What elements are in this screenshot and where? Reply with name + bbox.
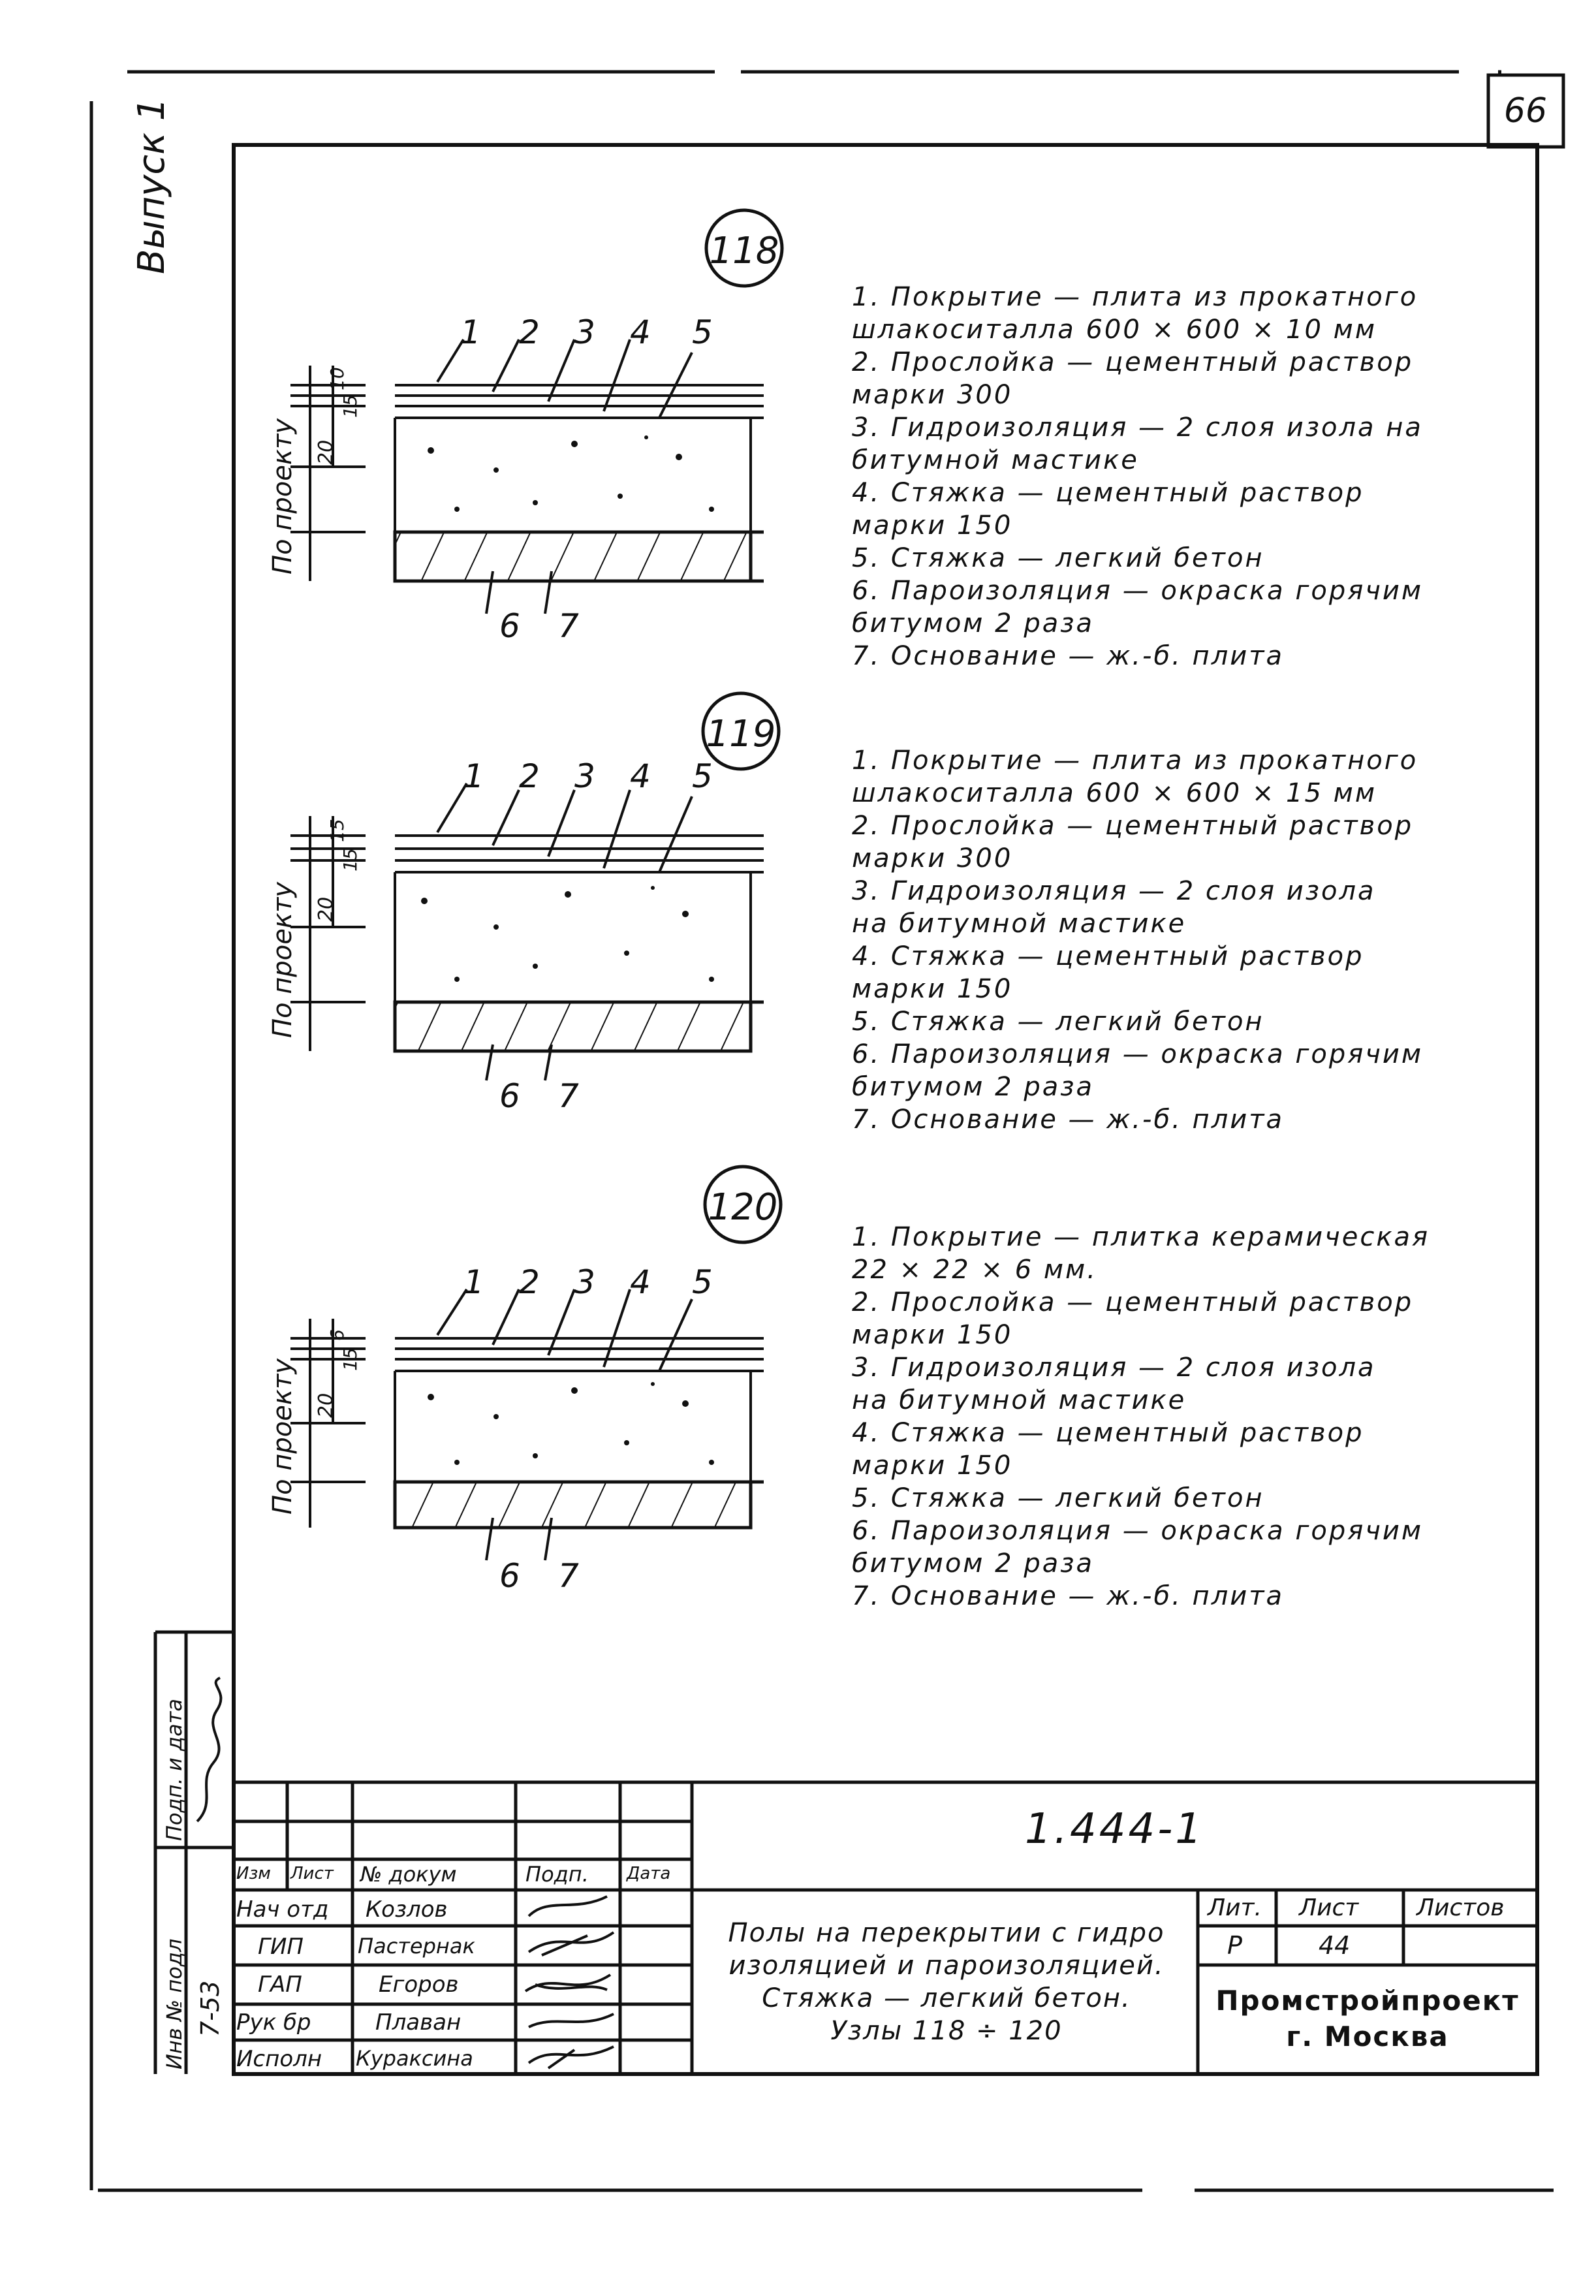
col-header-date: Дата	[627, 1864, 671, 1883]
detail-119-number: 119	[706, 713, 776, 755]
signature-mark	[191, 1671, 227, 1828]
name-1: Пастернак	[358, 1934, 475, 1958]
detail-120-section	[290, 1165, 783, 1561]
drawing-description: Полы на перекрытии с гидро изоляцией и п…	[728, 1918, 1165, 2046]
role-2: ГАП	[258, 1972, 302, 1998]
detail-118-number: 118	[709, 230, 779, 272]
detail-120-number: 120	[708, 1186, 778, 1229]
detail-119-dim-side: По проекту	[268, 881, 298, 1038]
org-name: Промстройпроект	[1215, 1985, 1520, 2017]
detail-119-label-3: 3	[574, 757, 595, 795]
name-3: Плаван	[375, 2009, 462, 2036]
role-3: Рук бр	[236, 2009, 311, 2036]
detail-120-label-5: 5	[692, 1263, 713, 1301]
detail-120-label-4: 4	[630, 1263, 651, 1301]
role-4: Исполн	[236, 2046, 322, 2072]
sheet-outer-frame	[89, 70, 1554, 2192]
drawing-frame	[232, 143, 1539, 2076]
lit-value: Р	[1227, 1931, 1242, 1960]
detail-120-dim-mid: 15	[339, 1347, 361, 1371]
detail-119-label-7: 7	[558, 1077, 579, 1115]
name-4: Кураксина	[356, 2046, 473, 2071]
detail-120-label-7: 7	[558, 1557, 579, 1595]
detail-119-label-1: 1	[463, 757, 484, 795]
sign-date-label: Подп. и дата	[162, 1699, 187, 1841]
col-header-izm: Изм	[236, 1864, 271, 1883]
detail-118-dim-top: 10	[326, 367, 348, 390]
detail-120-label-3: 3	[574, 1263, 595, 1301]
detail-118-label-2: 2	[519, 313, 540, 351]
detail-119-notes: 1. Покрытие — плита из прокатного шлакос…	[852, 746, 1424, 1135]
detail-120-label-1: 1	[463, 1263, 484, 1301]
detail-118-notes: 1. Покрытие — плита из прокатного шлакос…	[852, 282, 1424, 671]
name-2: Егоров	[379, 1972, 459, 1998]
role-1: ГИП	[258, 1934, 304, 1960]
sheet-number: 66	[1503, 91, 1548, 131]
inv-number-label: Инв № подл	[162, 1938, 187, 2069]
detail-120-label-2: 2	[519, 1263, 540, 1301]
detail-118-label-7: 7	[558, 607, 579, 645]
detail-118-label-6: 6	[499, 607, 520, 645]
role-0: Нач отд	[236, 1896, 329, 1923]
sheet-number-box	[1486, 73, 1565, 149]
inv-number-value: 7-53	[196, 1980, 225, 2037]
detail-119-label-6: 6	[499, 1077, 520, 1115]
sheets-label: Листов	[1416, 1895, 1505, 1921]
detail-118-section	[290, 208, 784, 614]
detail-119-label-5: 5	[692, 757, 713, 795]
series-label: Выпуск 1	[131, 97, 173, 274]
col-header-sign: Подп.	[525, 1862, 589, 1887]
detail-120-dim-top: 6	[326, 1329, 348, 1341]
sheet-label: Лист	[1299, 1895, 1359, 1921]
detail-118-dim-mid: 15	[339, 394, 361, 418]
detail-118-dim-side: По проекту	[268, 418, 298, 574]
doc-code: 1.444-1	[1024, 1805, 1205, 1853]
lit-label: Лит.	[1208, 1895, 1262, 1921]
col-header-doc: № докум	[360, 1862, 457, 1887]
detail-120-label-6: 6	[499, 1557, 520, 1595]
org-city: г. Москва	[1286, 2021, 1449, 2052]
detail-118-label-3: 3	[574, 313, 595, 351]
detail-118-label-5: 5	[692, 313, 713, 351]
name-0: Козлов	[366, 1896, 448, 1923]
detail-119-dim-top: 15	[326, 819, 348, 842]
title-block-grid	[153, 1630, 1537, 2074]
col-header-list: Лист	[290, 1864, 334, 1883]
detail-118-label-1: 1	[460, 313, 481, 351]
detail-119-section	[290, 691, 781, 1081]
detail-119-label-4: 4	[630, 757, 651, 795]
detail-118-dim-bot: 20	[315, 439, 337, 465]
detail-119-label-2: 2	[519, 757, 540, 795]
detail-119-dim-bot: 20	[315, 896, 337, 922]
detail-120-notes: 1. Покрытие — плитка керамическая 22 × 2…	[852, 1222, 1430, 1611]
detail-120-dim-bot: 20	[315, 1392, 337, 1418]
sheet-value: 44	[1319, 1931, 1351, 1960]
detail-118-label-4: 4	[630, 313, 651, 351]
detail-119-dim-mid: 15	[339, 848, 361, 872]
detail-120-dim-side: По проекту	[268, 1358, 298, 1515]
